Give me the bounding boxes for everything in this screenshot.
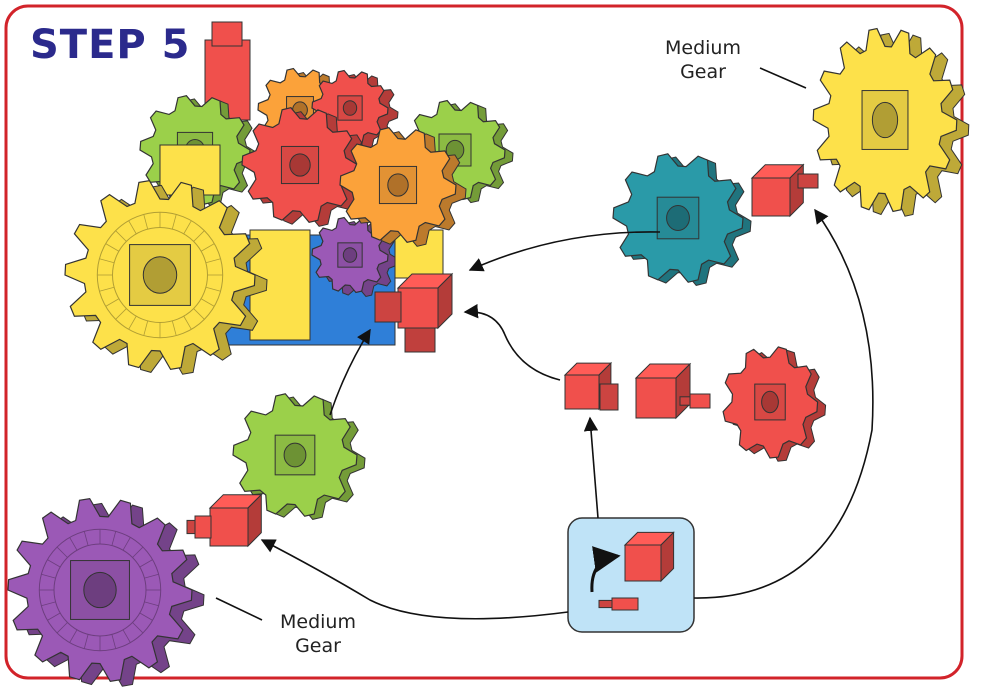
arrow-inset-to-purple [260,539,569,620]
label-pointer-bottom [215,597,263,621]
purple-medium-gear-icon [7,497,205,687]
connector-cube-icon [563,361,619,411]
label-line: Gear [295,635,341,657]
connector-cube-icon [750,163,819,218]
label-pointer-top [759,67,807,89]
connector-cube-icon [374,272,454,353]
red-small-gear-icon [722,346,827,462]
step-frame [4,4,964,680]
teal-small-gear-icon [612,153,752,286]
assembled-gear-machine [64,21,514,375]
assembly-arrows [215,67,874,621]
arrow-inset-to-yellow [693,208,874,599]
connector-cube-icon [634,362,711,420]
arrow-mid-to-assembly [463,303,561,381]
connector-cube-icon [186,493,263,548]
connector-inset-box [567,517,695,633]
arrow-teal-to-assembly [468,231,661,272]
medium-gear-label-top: Medium Gear [660,36,746,84]
label-line: Medium [665,37,741,59]
arrow-green-to-assembly [329,328,371,416]
arrow-inset-to-mid [583,416,599,519]
label-line: Medium [280,611,356,633]
rotate-arrow-icon [590,546,621,593]
yellow-medium-gear-icon [812,27,970,217]
label-line: Gear [680,61,726,83]
step-title: STEP 5 [30,22,191,68]
green-small-gear-icon [232,393,366,520]
medium-gear-label-bottom: Medium Gear [268,610,368,658]
